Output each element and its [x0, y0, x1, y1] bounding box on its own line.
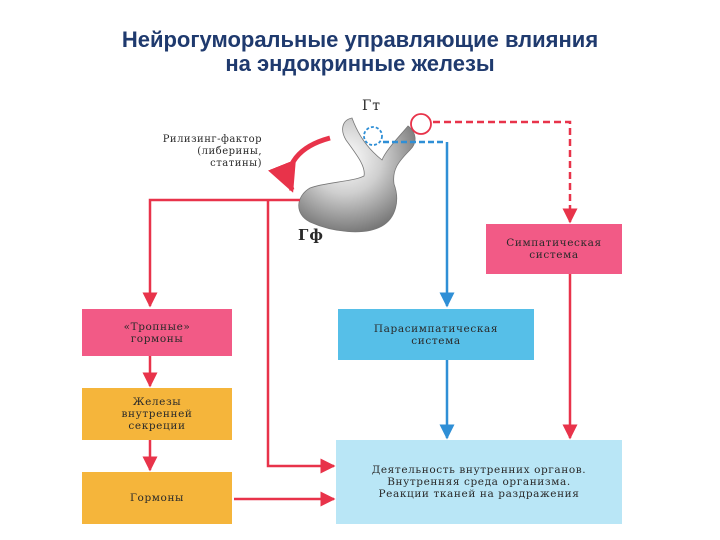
parasympathetic-system-label: Парасимпатическая система — [373, 322, 499, 347]
endocrine-glands-label: Железы внутренней секреции — [121, 396, 193, 432]
pituitary-to-tropic-arrow — [142, 198, 300, 308]
hypothalamus-pituitary-shape — [298, 117, 416, 233]
title-line-2: на эндокринные железы — [225, 51, 495, 76]
endocrine-glands-box: Железы внутренней секреции — [82, 388, 232, 440]
hormones-label: Гормоны — [129, 492, 185, 504]
tropic-hormones-box: «Тропные» гормоны — [82, 309, 232, 356]
hypothalamus-neuron-pink — [410, 113, 432, 135]
hypothalamus-neuron-blue — [363, 126, 383, 146]
organ-activity-box: Деятельность внутренних органов. Внутрен… — [336, 440, 622, 524]
diagram-title: Нейрогуморальные управляющие влияния на … — [0, 28, 720, 76]
label-gf: Гф — [298, 226, 324, 244]
sympathetic-system-label: Симпатическая система — [506, 237, 602, 261]
sympathetic-connection-line — [433, 120, 578, 224]
label-releasing-factor: Рилизинг-фактор (либерины, статины) — [162, 134, 262, 169]
sympathetic-system-box: Симпатическая система — [486, 224, 622, 274]
tropic-hormones-label: «Тропные» гормоны — [123, 320, 191, 345]
organ-activity-label: Деятельность внутренних органов. Внутрен… — [371, 464, 587, 500]
parasympathetic-system-box: Парасимпатическая система — [338, 309, 534, 360]
releasing-factor-arrow — [268, 135, 331, 193]
label-gt: Гт — [362, 98, 382, 114]
pituitary-to-activity-arrow — [266, 200, 336, 474]
hormones-box: Гормоны — [82, 472, 232, 524]
title-line-1: Нейрогуморальные управляющие влияния — [121, 27, 599, 52]
